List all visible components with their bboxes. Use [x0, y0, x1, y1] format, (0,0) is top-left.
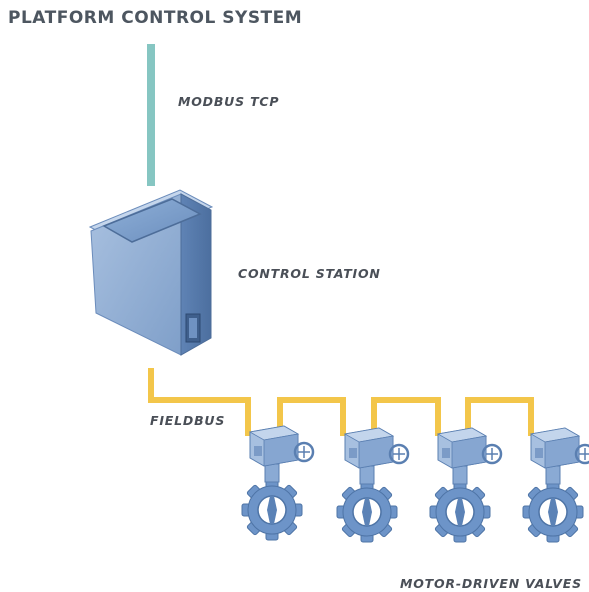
fieldbus-label: FIELDBUS [150, 413, 226, 428]
diagram-title: PLATFORM CONTROL SYSTEM [8, 8, 303, 28]
control-station-label: CONTROL STATION [238, 266, 381, 281]
valve-3 [428, 426, 503, 544]
motor-driven-valves [240, 424, 589, 544]
valve-1 [240, 424, 315, 542]
control-station-cabinet [88, 189, 214, 356]
valve-4 [521, 426, 589, 544]
fieldbus-line [148, 368, 534, 436]
modbus-tcp-label: MODBUS TCP [178, 94, 280, 109]
valve-2 [335, 426, 410, 544]
motor-driven-valves-label: MOTOR-DRIVEN VALVES [400, 576, 582, 591]
